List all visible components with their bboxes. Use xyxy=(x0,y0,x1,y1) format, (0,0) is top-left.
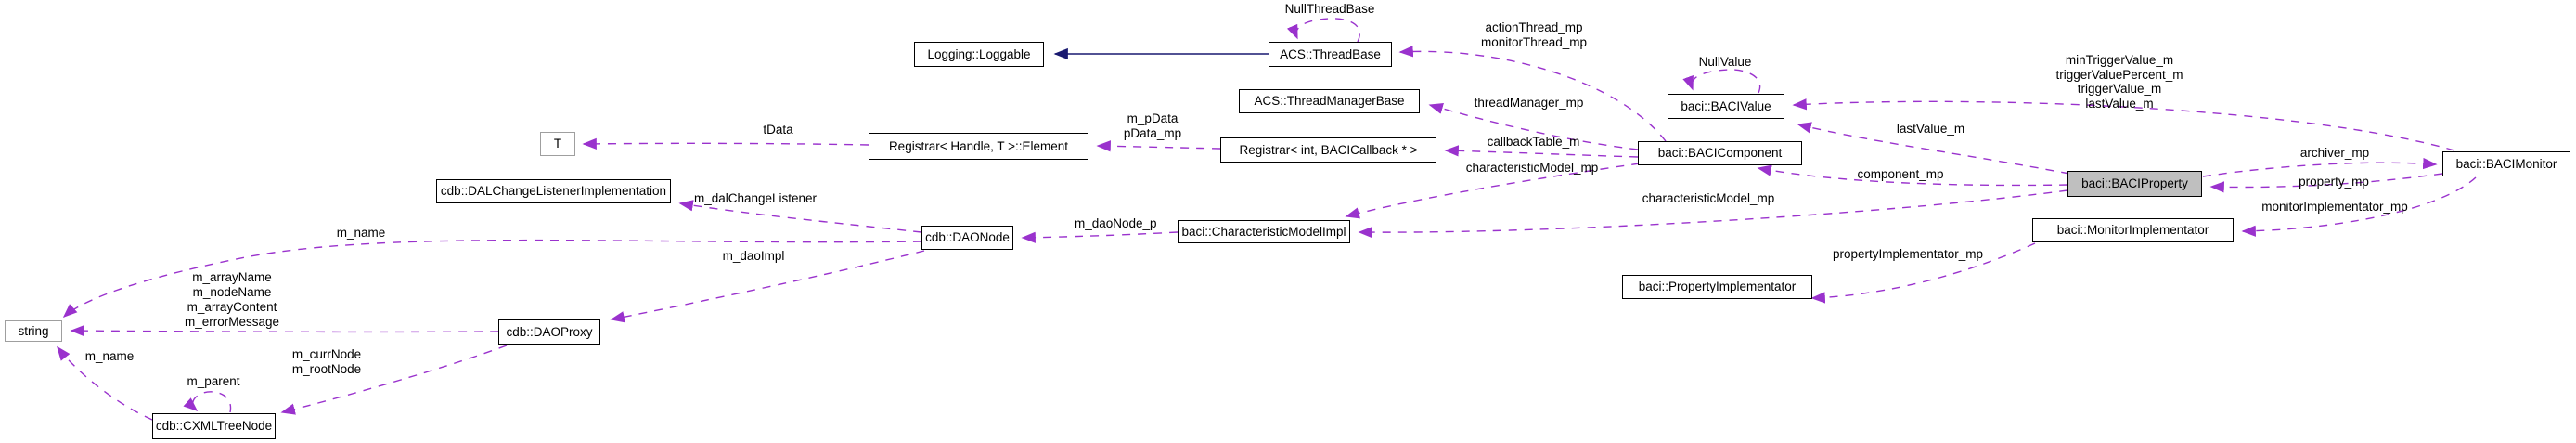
node-t: T xyxy=(540,132,575,156)
edge-daonode-dalchangelistener xyxy=(678,200,922,233)
edge-label-m-daoimpl: m_daoImpl xyxy=(722,249,785,263)
edge-label-monitorimplementator-mp: monitorImplementator_mp xyxy=(2261,200,2408,214)
edge-label-property-mp: property_mp xyxy=(2299,175,2369,189)
edge-label-characteristicmodel-mp-component: characteristicModel_mp xyxy=(1465,161,1599,175)
node-baci-monitorimplementator[interactable]: baci::MonitorImplementator xyxy=(2032,218,2234,242)
edge-label-currnode-rootnode: m_currNode m_rootNode xyxy=(291,347,362,376)
node-cdb-cxmltreenode[interactable]: cdb::CXMLTreeNode xyxy=(152,413,276,439)
edge-daonode-string-mname xyxy=(62,239,922,319)
edge-charmodel-daonode xyxy=(1021,231,1179,243)
edge-label-threadmanager-mp: threadManager_mp xyxy=(1474,96,1584,110)
node-cdb-dalchangelistenerimplementation[interactable]: cdb::DALChangeListenerImplementation xyxy=(436,179,671,203)
edge-monitor-bacivalue-triggers xyxy=(1792,98,2455,151)
edge-monitor-property-propertymp xyxy=(2209,173,2443,193)
node-baci-bacicomponent[interactable]: baci::BACIComponent xyxy=(1638,141,1802,165)
edge-component-registrar-callbacktable xyxy=(1444,145,1639,158)
edge-label-tdata: tData xyxy=(763,123,793,137)
edge-label-m-name-cxml: m_name xyxy=(84,349,135,363)
edge-label-callbacktable-m: callbackTable_m xyxy=(1487,135,1580,149)
node-baci-baciproperty: baci::BACIProperty xyxy=(2067,171,2202,197)
edge-label-nullthreadbase: NullThreadBase xyxy=(1284,2,1375,16)
node-registrar-int-bacicallback[interactable]: Registrar< int, BACICallback * > xyxy=(1220,137,1436,163)
edge-label-lastvalue-m: lastValue_m xyxy=(1896,122,1965,136)
node-baci-bacimonitor[interactable]: baci::BACIMonitor xyxy=(2442,151,2570,176)
node-logging-loggable[interactable]: Logging::Loggable xyxy=(914,42,1044,67)
edge-registrar-element-pdata xyxy=(1096,140,1221,152)
edge-element-t-tdata xyxy=(582,137,869,150)
edge-daonode-daoproxy-daoimpl xyxy=(610,250,925,323)
node-string: string xyxy=(5,320,62,342)
node-acs-threadmanagerbase[interactable]: ACS::ThreadManagerBase xyxy=(1239,89,1420,113)
edge-label-mpdata-pdata: m_pData pData_mp xyxy=(1123,111,1182,140)
edge-daoproxy-cxmltreenode xyxy=(280,345,508,415)
edge-property-charmodel xyxy=(1358,189,2068,239)
edge-property-monitor-archiver xyxy=(2202,157,2438,177)
edge-label-propertyimplementator-mp: propertyImplementator_mp xyxy=(1832,247,1984,261)
edge-label-m-daonode-p: m_daoNode_p xyxy=(1075,216,1157,230)
edge-label-nullvalue: NullValue xyxy=(1698,55,1752,69)
edge-property-bacivalue-lastvalue xyxy=(1797,122,2070,175)
edge-threadbase-self-nullthreadbase xyxy=(1286,18,1360,43)
edge-label-m-name-daonode: m_name xyxy=(336,226,386,240)
edge-label-m-parent: m_parent xyxy=(187,374,240,388)
edge-label-m-dalchangelistener: m_dalChangeListener xyxy=(693,191,818,205)
node-registrar-handle-element[interactable]: Registrar< Handle, T >::Element xyxy=(869,133,1088,160)
edge-label-archiver-mp: archiver_mp xyxy=(2299,146,2370,160)
edge-label-trigger-values: minTriggerValue_m triggerValuePercent_m … xyxy=(2055,53,2183,111)
edge-label-actionthread-monitorthread: actionThread_mp monitorThread_mp xyxy=(1480,20,1588,49)
edge-component-charmodel xyxy=(1345,163,1641,219)
node-baci-characteristicmodelimpl[interactable]: baci::CharacteristicModelImpl xyxy=(1178,220,1350,243)
edge-monitorimpl-propertyimpl xyxy=(1810,242,2036,304)
edge-monitor-monitorimplementator xyxy=(2241,176,2477,237)
edge-component-threadbase-actionthread xyxy=(1398,46,1667,142)
node-baci-propertyimplementator[interactable]: baci::PropertyImplementator xyxy=(1622,275,1812,299)
edge-label-string-members: m_arrayName m_nodeName m_arrayContent m_… xyxy=(184,270,280,329)
node-cdb-daonode[interactable]: cdb::DAONode xyxy=(921,226,1013,250)
node-acs-threadbase[interactable]: ACS::ThreadBase xyxy=(1269,42,1392,67)
edge-label-characteristicmodel-mp-property: characteristicModel_mp xyxy=(1642,191,1775,205)
edge-daoproxy-string-members xyxy=(70,324,499,337)
edge-label-component-mp: component_mp xyxy=(1857,167,1944,181)
edge-property-component xyxy=(1757,164,2068,187)
edge-cxmltreenode-self-mparent xyxy=(183,391,232,413)
node-cdb-daoproxy[interactable]: cdb::DAOProxy xyxy=(498,319,600,345)
node-baci-bacivalue[interactable]: baci::BACIValue xyxy=(1668,94,1784,119)
edge-bacivalue-self-nullvalue xyxy=(1682,69,1761,94)
